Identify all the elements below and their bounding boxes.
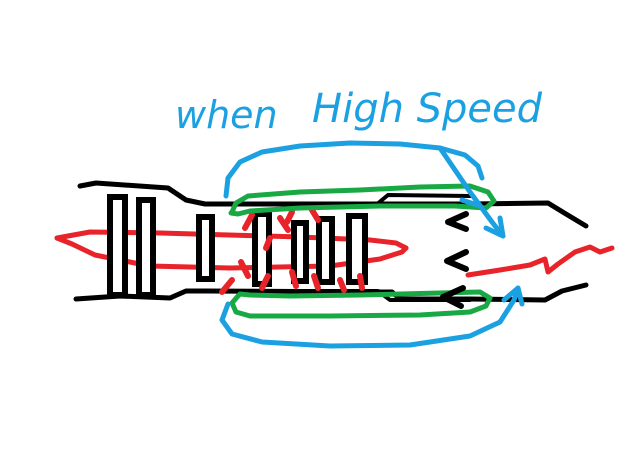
- bypass-duct-bottom-loop: [229, 289, 493, 319]
- bottom-callout-arc: [219, 285, 521, 349]
- core-casing-top-line: [203, 193, 472, 207]
- flame-tick-7: [311, 273, 321, 291]
- nacelle-top-right-outline: [467, 200, 589, 229]
- blade-turbine-stage-1: [291, 220, 309, 284]
- flame-tick-10: [357, 273, 365, 291]
- flame-tick-5: [289, 269, 299, 289]
- label-high-speed: High Speed: [312, 86, 543, 132]
- top-callout-arc: [223, 140, 485, 199]
- blade-compressor-stage-1: [196, 214, 215, 282]
- flame-tick-12: [263, 235, 273, 251]
- flame-tick-4: [284, 209, 295, 225]
- core-flow-lower-line: [54, 235, 409, 271]
- bypass-duct-top-loop: [228, 183, 497, 217]
- black-chevron-marks-group: [440, 211, 469, 309]
- flame-tick-1: [242, 212, 255, 231]
- green-bypass-duct-group: [228, 183, 497, 319]
- chevron-1-mark: [445, 211, 469, 232]
- nacelle-bottom-outline: [73, 288, 473, 302]
- flame-tick-6: [309, 207, 321, 223]
- blue-annotation-arcs-group: [219, 140, 525, 349]
- blade-turbine-stage-3: [346, 213, 368, 285]
- blade-fan-stage-1: [107, 194, 128, 298]
- flame-tick-11: [219, 277, 235, 295]
- blade-turbine-stage-2: [316, 216, 335, 285]
- flame-tick-3: [277, 215, 291, 233]
- bottom-callout-arrow-head: [501, 285, 525, 307]
- compressor-turbine-blades-group: [107, 194, 368, 298]
- flame-tick-9: [259, 273, 271, 291]
- top-callout-arrow-head: [483, 215, 506, 239]
- chevron-2-mark: [444, 249, 469, 272]
- flame-tick-8: [337, 277, 347, 293]
- exhaust-jet-line: [465, 244, 615, 278]
- blade-fan-stage-2: [136, 197, 156, 298]
- handwritten-labels-group: when High Speed: [175, 86, 543, 137]
- red-flame-ticks-group: [219, 207, 365, 295]
- red-exhaust-jet-group: [465, 244, 615, 278]
- flame-tick-2: [238, 259, 251, 279]
- top-callout-tick: [459, 197, 483, 209]
- label-when: when: [175, 93, 278, 137]
- chevron-3-mark: [440, 285, 466, 309]
